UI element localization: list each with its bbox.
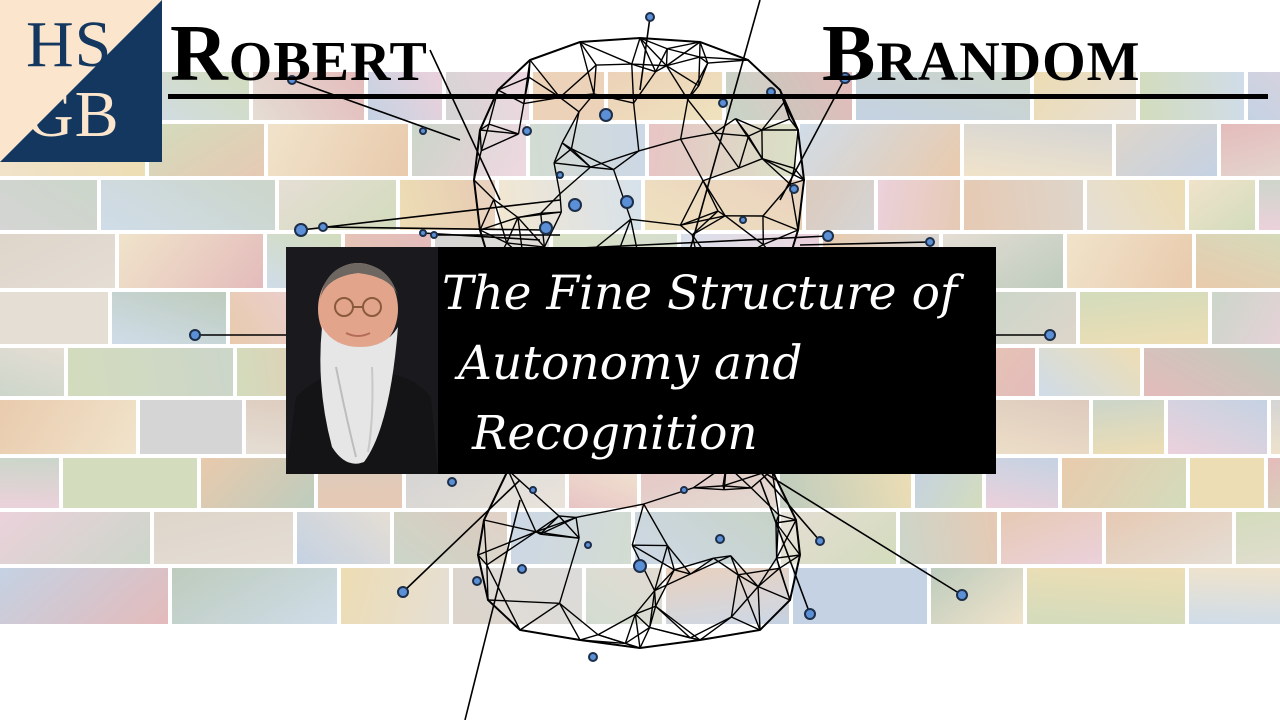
- collage-photo-tile: [1257, 178, 1280, 232]
- speaker-first-name: Robert: [170, 10, 428, 98]
- collage-photo-tile: [266, 122, 411, 178]
- collage-photo-tile: [1209, 290, 1280, 346]
- hsgb-logo: HS GB: [0, 0, 162, 162]
- collage-photo-tile: [60, 456, 199, 510]
- collage-photo-tile: [633, 510, 780, 566]
- collage-photo-tile: [66, 346, 236, 398]
- collage-photo-tile: [643, 178, 805, 232]
- collage-photo-tile: [876, 178, 963, 232]
- collage-photo-tile: [1187, 456, 1266, 510]
- collage-photo-tile: [0, 566, 170, 626]
- logo-dark-triangle: [0, 0, 162, 162]
- collage-photo-tile: [1037, 346, 1143, 398]
- talk-title-line-2: Autonomy and: [458, 336, 803, 391]
- collage-photo-tile: [1104, 510, 1235, 566]
- title-card: The Fine Structure of Autonomy and Recog…: [286, 247, 996, 474]
- collage-photo-tile: [1064, 232, 1194, 290]
- logo-top-letters: HS: [26, 8, 113, 81]
- header-underline: [168, 94, 1268, 99]
- collage-photo-tile: [169, 566, 339, 626]
- collage-photo-tile: [1091, 398, 1167, 456]
- talk-title-line-1: The Fine Structure of: [442, 266, 958, 321]
- collage-photo-tile: [1193, 232, 1280, 290]
- collage-photo-tile: [0, 456, 61, 510]
- collage-photo-tile: [0, 510, 153, 566]
- collage-photo-tile: [798, 122, 963, 178]
- collage-photo-tile: [1269, 398, 1280, 456]
- collage-photo-tile: [1166, 398, 1270, 456]
- collage-photo-tile: [0, 398, 139, 456]
- collage-photo-tile: [295, 510, 393, 566]
- logo-bottom-letters: GB: [26, 78, 120, 151]
- speaker-last-name: Brandom: [822, 10, 1141, 98]
- collage-photo-tile: [1077, 290, 1210, 346]
- collage-photo-tile: [962, 178, 1086, 232]
- collage-photo-tile: [1142, 346, 1280, 398]
- collage-photo-tile: [962, 122, 1115, 178]
- collage-photo-tile: [988, 290, 1078, 346]
- collage-photo-tile: [1186, 566, 1280, 626]
- collage-photo-tile: [147, 122, 267, 178]
- portrait-illustration: [286, 247, 438, 474]
- collage-photo-tile: [392, 510, 510, 566]
- collage-photo-tile: [152, 510, 296, 566]
- collage-photo-tile: [410, 122, 529, 178]
- collage-photo-tile: [1085, 178, 1188, 232]
- collage-photo-tile: [99, 178, 278, 232]
- speaker-portrait: [286, 247, 438, 474]
- collage-photo-tile: [138, 398, 245, 456]
- collage-photo-tile: [277, 178, 399, 232]
- collage-photo-tile: [898, 510, 1000, 566]
- collage-photo-tile: [0, 178, 100, 232]
- collage-photo-tile: [1187, 178, 1258, 232]
- collage-photo-tile: [0, 290, 110, 346]
- talk-title-line-3: Recognition: [472, 406, 758, 461]
- collage-photo-tile: [1219, 122, 1280, 178]
- collage-photo-tile: [999, 510, 1105, 566]
- collage-photo-tile: [1024, 566, 1187, 626]
- collage-photo-tile: [116, 232, 265, 290]
- collage-photo-tile: [109, 290, 228, 346]
- collage-photo-tile: [1234, 510, 1280, 566]
- collage-photo-tile: [338, 566, 451, 626]
- collage-photo-tile: [1265, 456, 1280, 510]
- collage-photo-tile: [1114, 122, 1220, 178]
- collage-photo-tile: [804, 178, 877, 232]
- collage-photo-tile: [0, 346, 67, 398]
- talk-title: The Fine Structure of Autonomy and Recog…: [442, 259, 992, 469]
- collage-photo-tile: [0, 232, 117, 290]
- collage-photo-tile: [1059, 456, 1188, 510]
- collage-photo-tile: [928, 566, 1025, 626]
- collage-photo-tile: [528, 122, 648, 178]
- collage-photo-tile: [983, 456, 1060, 510]
